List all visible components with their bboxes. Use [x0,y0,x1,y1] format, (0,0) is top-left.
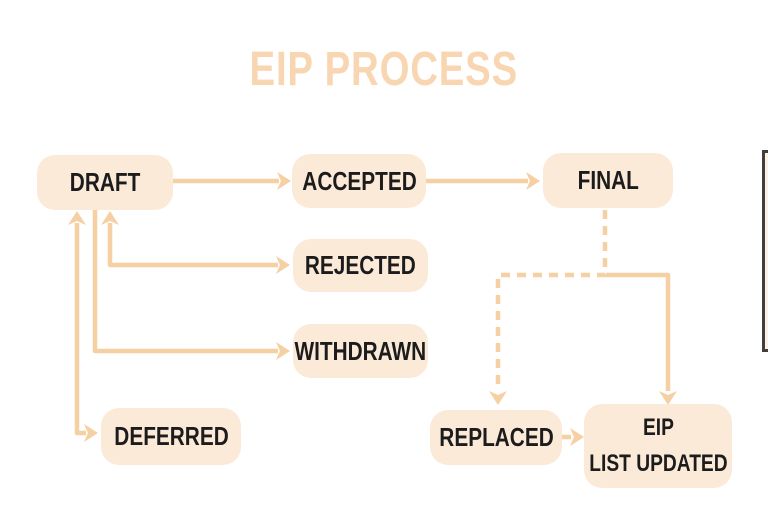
node-deferred-label: DEFERRED [113,421,229,451]
node-rejected-label: REJECTED [305,250,416,280]
edge-final-eip-list-updated [606,272,671,391]
node-eip-list-updated-label: EIP LIST UPDATED [589,410,727,482]
node-withdrawn: WITHDRAWN [293,324,428,378]
arrowhead-draft-from-deferred [68,211,86,225]
node-replaced-label: REPLACED [438,422,554,452]
partial-box-right-edge [762,150,768,352]
arrowhead-draft-from-rejected [101,211,119,225]
eip-list-updated-line1: EIP [642,414,674,441]
node-final-label: FINAL [577,165,639,195]
arrowhead-rejected [276,256,290,274]
node-rejected: REJECTED [293,239,428,292]
arrowhead-final [526,172,540,190]
arrowhead-withdrawn [276,342,290,360]
arrowhead-replaced [489,391,507,405]
node-replaced: REPLACED [430,410,562,465]
node-eip-list-updated: EIP LIST UPDATED [584,404,732,488]
node-accepted: ACCEPTED [292,154,426,208]
edge-final-replaced [495,210,608,391]
arrowhead-accepted [277,172,291,190]
edge-draft-deferred [74,223,86,436]
diagram-title: EIP PROCESS [249,42,519,96]
node-draft: DRAFT [37,155,173,210]
arrowhead-eip-list-updated [659,391,677,405]
node-final: FINAL [543,153,673,208]
node-draft-label: DRAFT [69,167,141,197]
node-withdrawn-label: WITHDRAWN [294,335,427,366]
edge-draft-withdrawn [92,210,278,354]
edge-draft-rejected [107,223,278,268]
node-deferred: DEFERRED [101,408,241,465]
eip-list-updated-line2: LIST UPDATED [588,450,728,477]
node-accepted-label: ACCEPTED [301,165,417,196]
arrowhead-deferred [84,424,98,442]
arrowhead-eip-list-from-replaced [570,428,584,446]
